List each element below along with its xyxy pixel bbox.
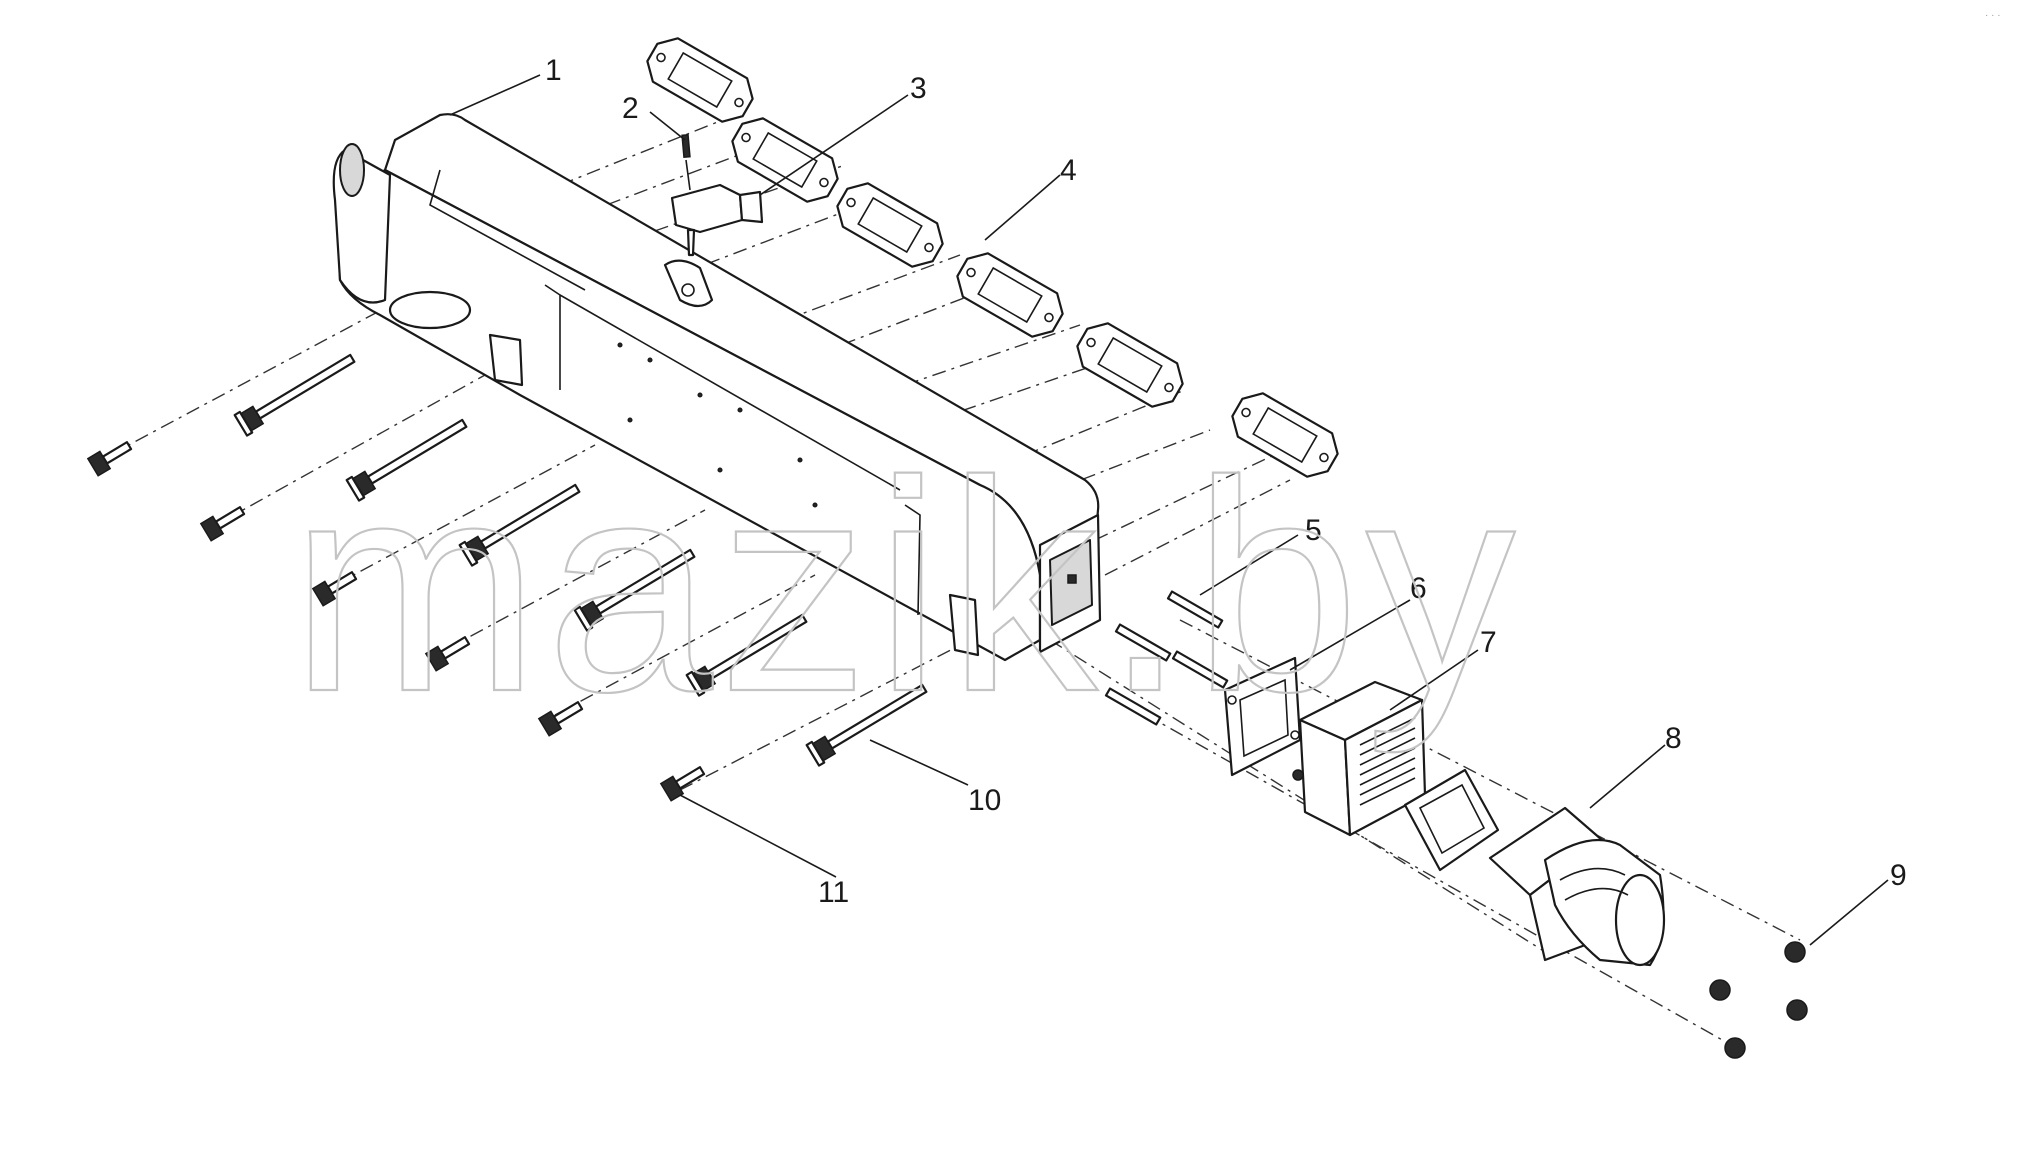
nuts <box>1709 941 1808 1059</box>
callout-9: 9 <box>1890 859 1907 892</box>
studs <box>1104 590 1229 726</box>
callout-6: 6 <box>1410 572 1427 605</box>
exhaust-manifold-body <box>332 113 1102 662</box>
corner-mark: · · · <box>1985 10 2001 21</box>
watermark-text: mazik.by <box>290 418 1522 756</box>
leader-lines <box>449 74 1889 946</box>
short-bolts <box>86 441 706 802</box>
callout-labels: 1 2 3 4 5 6 7 8 9 10 11 <box>545 54 1907 909</box>
callout-7: 7 <box>1480 626 1497 659</box>
callout-10: 10 <box>968 784 1001 817</box>
callout-3: 3 <box>910 72 927 105</box>
callout-1: 1 <box>545 54 562 87</box>
manifold-gaskets <box>646 37 1339 478</box>
callout-11: 11 <box>818 876 849 909</box>
flange-gasket-second <box>1403 768 1500 872</box>
callout-5: 5 <box>1305 514 1322 547</box>
temperature-sensor <box>670 133 764 257</box>
outlet-elbow-8 <box>1488 806 1666 967</box>
callout-8: 8 <box>1665 722 1682 755</box>
long-bolts <box>233 353 928 767</box>
callout-4: 4 <box>1060 154 1077 187</box>
callout-2: 2 <box>622 92 639 125</box>
